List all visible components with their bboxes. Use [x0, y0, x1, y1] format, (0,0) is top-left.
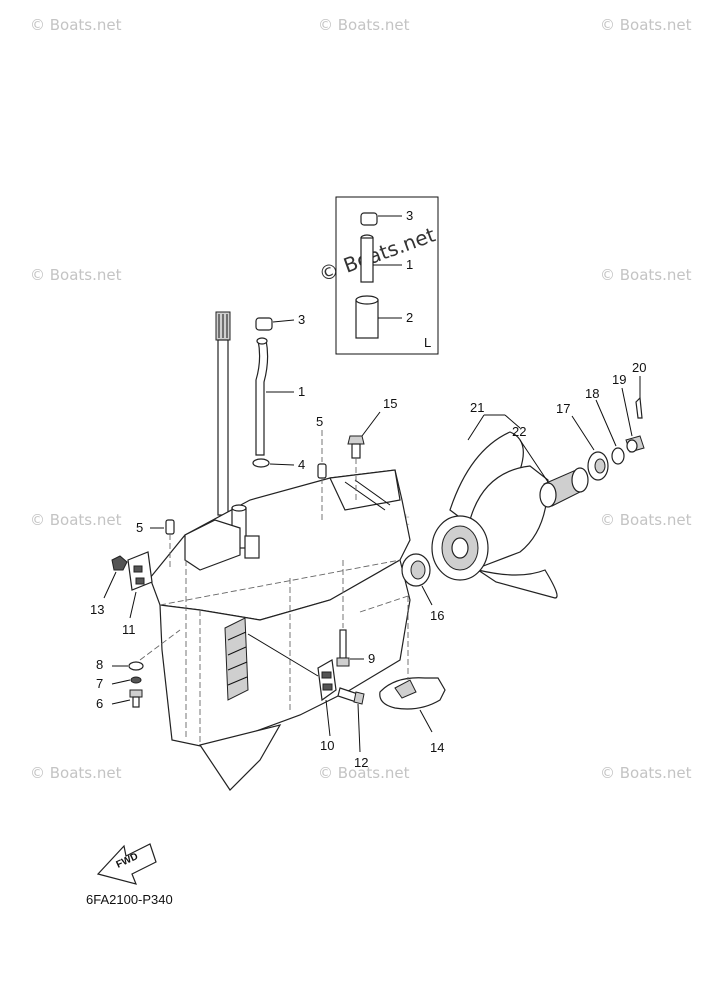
- water-tube-assembly: 3 1 4: [252, 312, 305, 472]
- prop-blade-lower: [477, 569, 558, 599]
- water-tube-1: [255, 339, 269, 456]
- bolt-15-head: [347, 435, 365, 445]
- watermark: © Boats.net: [600, 511, 692, 529]
- callout-20: 20: [632, 360, 646, 375]
- screw-6-head: [129, 689, 143, 698]
- tube-1-inset: [360, 237, 374, 283]
- inset-callout-2: 2: [406, 310, 413, 325]
- fwd-arrow-icon: [96, 843, 157, 885]
- callout-12: 12: [354, 755, 368, 770]
- shaft-body: [217, 339, 229, 516]
- propeller-21: 21: [431, 400, 558, 599]
- inset-callout-1: 1: [406, 257, 413, 272]
- callout-15: 15: [383, 396, 397, 411]
- fwd-arrow: FWD: [96, 843, 157, 885]
- inset-callout-3: 3: [406, 208, 413, 223]
- watermark: © Boats.net: [600, 16, 692, 34]
- plug-5: [317, 463, 327, 479]
- callout-21: 21: [470, 400, 484, 415]
- callout-8: 8: [96, 657, 103, 672]
- washer-17: 17: [556, 401, 609, 481]
- callout-22: 22: [512, 424, 526, 439]
- washer-18-part: [611, 447, 625, 465]
- grommet-3: [255, 317, 273, 331]
- watermark: © Boats.net: [30, 16, 122, 34]
- callout-7: 7: [96, 676, 103, 691]
- callout-6: 6: [96, 696, 103, 711]
- drive-shaft: [215, 311, 231, 516]
- callout-9: 9: [368, 651, 375, 666]
- sleeve-top-inset: [355, 295, 379, 305]
- watermark: © Boats.net: [318, 764, 410, 782]
- diagram-code: 6FA2100-P340: [86, 892, 173, 907]
- callout-3: 3: [298, 312, 305, 327]
- gearcase-lower: [159, 559, 411, 749]
- callout-5-lower: 5: [136, 520, 143, 535]
- callout-5-upper: 5: [316, 414, 323, 429]
- callout-11: 11: [122, 622, 136, 637]
- bolt-15: 15: [347, 396, 397, 500]
- watermark-inset: © Boats.net: [316, 222, 439, 286]
- cotter-pin-20-part: [635, 396, 643, 419]
- inset-frame: [335, 196, 439, 355]
- callout-19: 19: [612, 372, 626, 387]
- callout-1: 1: [298, 384, 305, 399]
- gearcase-housing: [149, 469, 411, 791]
- pump-base: [184, 519, 241, 571]
- callout-18: 18: [585, 386, 599, 401]
- plug-5-upper: 5: [316, 414, 327, 520]
- bracket-11: 11 13: [90, 551, 153, 637]
- water-inlet: [224, 617, 249, 701]
- thrust-washer-16: 16: [401, 553, 444, 623]
- gearcase-skeg: [199, 724, 282, 791]
- sleeve-2-inset: [355, 299, 379, 339]
- grommet-3-inset: [360, 212, 378, 226]
- watermark: © Boats.net: [318, 16, 410, 34]
- callout-10: 10: [320, 738, 334, 753]
- plug-5-lower-part: [165, 519, 175, 535]
- callout-13: 13: [90, 602, 104, 617]
- watermark: © Boats.net: [600, 266, 692, 284]
- watermark: © Boats.net: [30, 266, 122, 284]
- bolt-9: 9: [336, 560, 375, 667]
- anode-10: 10 12: [247, 633, 368, 770]
- cotter-pin-20: 20: [632, 360, 646, 419]
- nut-13: [111, 555, 128, 571]
- trim-tab-14: 14: [359, 595, 446, 755]
- inset-label: L: [424, 335, 431, 350]
- callout-14: 14: [430, 740, 444, 755]
- plug-5-lower: 5: [136, 519, 175, 570]
- callout-4: 4: [298, 457, 305, 472]
- washer-18: 18: [585, 386, 625, 465]
- callout-16: 16: [430, 608, 444, 623]
- washer-8: [128, 661, 144, 671]
- spacer-22: 22: [512, 424, 589, 508]
- watermark: © Boats.net: [30, 511, 122, 529]
- callout-17: 17: [556, 401, 570, 416]
- nut-19: 19: [612, 372, 645, 453]
- watermark: © Boats.net: [30, 764, 122, 782]
- washer-7: [130, 676, 142, 684]
- watermark: © Boats.net: [600, 764, 692, 782]
- seal-4: [252, 458, 270, 468]
- bolt-9-shank: [339, 629, 347, 659]
- inset-box: 3 1 2 L: [335, 196, 439, 355]
- fasteners-6-7-8: 8 7 6: [96, 629, 181, 711]
